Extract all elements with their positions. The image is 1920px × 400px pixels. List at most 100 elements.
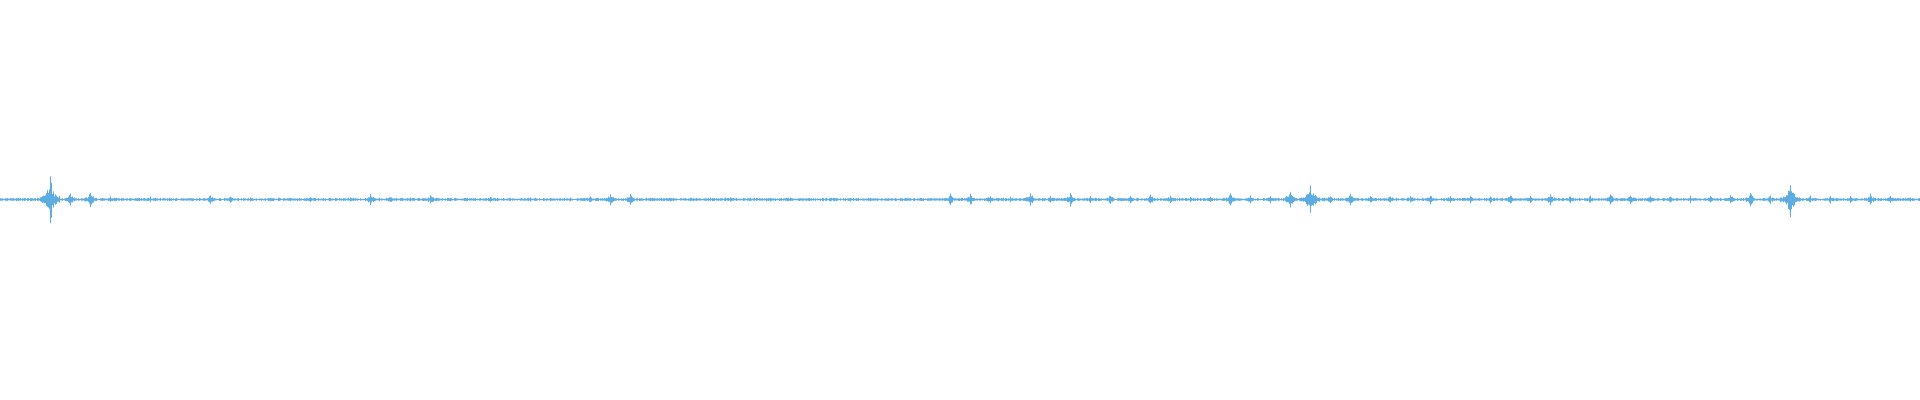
waveform-sample	[573, 198, 574, 201]
waveform-sample	[962, 197, 963, 201]
waveform-sample	[1885, 198, 1886, 202]
waveform-sample	[1589, 196, 1590, 203]
waveform-sample	[653, 198, 654, 201]
waveform-sample	[643, 198, 644, 201]
waveform-sample	[602, 198, 603, 201]
waveform-sample	[1264, 198, 1265, 201]
waveform-sample	[567, 198, 568, 201]
waveform-sample	[1149, 196, 1150, 203]
waveform-sample	[821, 198, 822, 201]
waveform-sample	[1368, 197, 1369, 202]
waveform-sample	[890, 198, 891, 201]
waveform-sample	[1405, 199, 1406, 200]
waveform-sample	[1849, 198, 1850, 201]
waveform-sample	[1716, 198, 1717, 201]
waveform-sample	[533, 198, 534, 201]
waveform-sample	[482, 198, 483, 201]
waveform-sample	[178, 198, 179, 201]
waveform-sample	[1500, 198, 1501, 201]
waveform-sample	[518, 198, 519, 201]
waveform-sample	[1412, 197, 1413, 202]
waveform-sample	[1359, 198, 1360, 201]
waveform-sample	[327, 198, 328, 201]
waveform-sample	[1731, 197, 1732, 202]
waveform-sample	[179, 198, 180, 201]
waveform-sample	[1495, 198, 1496, 201]
waveform-sample	[53, 191, 54, 208]
waveform-sample	[1176, 198, 1177, 201]
waveform-sample	[1057, 198, 1058, 201]
waveform-sample	[1219, 198, 1220, 201]
waveform-sample	[469, 198, 470, 201]
waveform-sample	[1751, 194, 1752, 205]
waveform-sample	[11, 198, 12, 201]
waveform-sample	[848, 198, 849, 201]
waveform-sample	[36, 198, 37, 201]
waveform-sample	[1354, 198, 1355, 201]
waveform-sample	[796, 198, 797, 201]
waveform-sample	[1062, 198, 1063, 201]
waveform-sample	[174, 198, 175, 201]
waveform-sample	[1782, 198, 1783, 202]
waveform-sample	[1328, 197, 1329, 202]
waveform-sample	[588, 198, 589, 201]
waveform-sample	[781, 197, 782, 202]
waveform-sample	[1543, 198, 1544, 201]
waveform-sample	[701, 198, 702, 201]
waveform-sample	[319, 198, 320, 201]
waveform-sample	[615, 198, 616, 201]
waveform-sample	[851, 198, 852, 201]
waveform-sample	[1040, 198, 1041, 201]
waveform-sample	[650, 197, 651, 201]
waveform-sample	[1547, 198, 1548, 201]
waveform-sample	[88, 197, 89, 202]
waveform-sample	[881, 198, 882, 201]
waveform-sample	[1461, 198, 1462, 201]
waveform-sample	[928, 198, 929, 201]
waveform-sample	[1027, 197, 1028, 202]
waveform-sample	[1313, 193, 1314, 206]
waveform-sample	[1414, 197, 1415, 201]
waveform-sample	[509, 198, 510, 201]
waveform-sample	[1291, 195, 1292, 204]
waveform-sample	[1601, 198, 1602, 201]
waveform-sample	[1437, 198, 1438, 201]
waveform-sample	[1425, 198, 1426, 201]
waveform-sample	[1638, 198, 1639, 201]
waveform-sample	[1525, 198, 1526, 201]
waveform-sample	[1267, 198, 1268, 201]
waveform-sample	[302, 198, 303, 201]
waveform-sample	[1896, 198, 1897, 201]
waveform-sample	[1179, 197, 1180, 202]
waveform-sample	[606, 198, 607, 202]
waveform-sample	[1802, 198, 1803, 201]
waveform-sample	[381, 198, 382, 201]
waveform-sample	[384, 198, 385, 201]
waveform-sample	[822, 197, 823, 202]
waveform-sample	[79, 198, 80, 201]
waveform-sample	[681, 198, 682, 201]
waveform-sample	[175, 198, 176, 202]
waveform-sample	[475, 198, 476, 201]
waveform-sample	[981, 198, 982, 201]
waveform-sample	[1512, 197, 1513, 202]
waveform-sample	[557, 198, 558, 201]
waveform-sample	[287, 198, 288, 201]
waveform-sample	[1161, 198, 1162, 201]
waveform-sample	[765, 198, 766, 201]
waveform-sample	[1691, 198, 1692, 201]
waveform-sample	[1303, 197, 1304, 202]
waveform-sample	[1071, 194, 1072, 204]
waveform-sample	[1551, 196, 1552, 203]
waveform-sample	[1699, 198, 1700, 201]
waveform-sample	[1220, 198, 1221, 201]
waveform-sample	[1258, 198, 1259, 201]
waveform-sample	[1614, 198, 1615, 201]
waveform-sample	[1378, 198, 1379, 201]
waveform-sample	[15, 198, 16, 201]
waveform-sample	[1361, 198, 1362, 201]
waveform-sample	[1661, 198, 1662, 201]
waveform-sample	[1066, 198, 1067, 201]
waveform-sample	[1140, 198, 1141, 201]
